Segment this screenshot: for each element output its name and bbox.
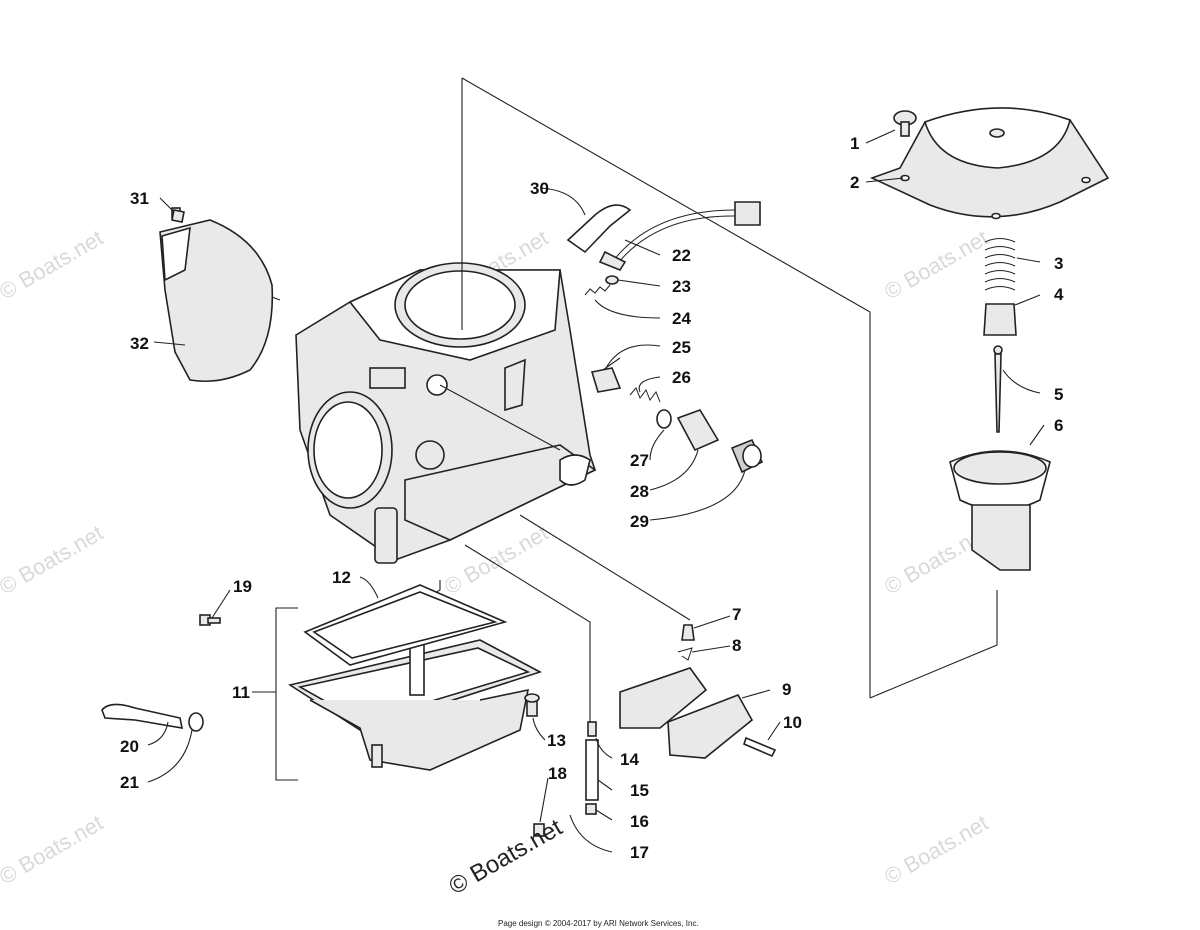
callout-24: 24 — [672, 309, 691, 328]
footer-credit: Page design © 2004-2017 by ARI Network S… — [498, 919, 699, 928]
callout-2: 2 — [850, 173, 859, 192]
callout-12: 12 — [332, 568, 351, 587]
o-ring-27 — [656, 409, 672, 429]
watermark-faint: © Boats.net — [0, 225, 107, 304]
diaphragm-slide-6 — [949, 450, 1051, 571]
cover-32 — [159, 207, 274, 383]
bowl-bracket — [275, 607, 298, 781]
callout-19: 19 — [233, 577, 252, 596]
tps-cable-22 — [598, 201, 761, 271]
callout-25: 25 — [672, 338, 691, 357]
callout-labels: 1 2 3 4 5 6 7 8 9 10 11 12 13 14 15 16 1… — [120, 134, 1064, 862]
reference-lines — [184, 77, 998, 730]
callout-26: 26 — [672, 368, 691, 387]
float-9 — [619, 667, 754, 759]
leader-lines — [147, 129, 1045, 853]
screw-13 — [524, 693, 540, 717]
callout-15: 15 — [630, 781, 649, 800]
callout-10: 10 — [783, 713, 802, 732]
screw-31 — [171, 209, 185, 223]
callout-22: 22 — [672, 246, 691, 265]
spring-26 — [629, 387, 661, 403]
callout-13: 13 — [547, 731, 566, 750]
callout-23: 23 — [672, 277, 691, 296]
pin-10 — [743, 736, 777, 758]
callout-27: 27 — [630, 451, 649, 470]
watermark-main: © Boats.net — [445, 814, 568, 900]
callout-14: 14 — [620, 750, 639, 769]
callout-3: 3 — [1054, 254, 1063, 273]
carburetor-body — [295, 262, 597, 564]
jet-18 — [533, 823, 545, 837]
screw-19 — [199, 614, 221, 626]
callout-18: 18 — [548, 764, 567, 783]
callout-20: 20 — [120, 737, 139, 756]
callout-21: 21 — [120, 773, 139, 792]
clip-8 — [677, 647, 693, 661]
callout-29: 29 — [630, 512, 649, 531]
hose-30 — [566, 204, 632, 254]
clamp-21 — [188, 712, 204, 732]
callout-30: 30 — [530, 179, 549, 198]
needle-7 — [681, 624, 695, 641]
callout-11: 11 — [232, 683, 250, 702]
spring-3 — [984, 238, 1016, 291]
callout-6: 6 — [1054, 416, 1063, 435]
jet-14 — [587, 721, 597, 737]
watermark-faint: © Boats.net — [0, 520, 107, 599]
hose-20 — [101, 703, 184, 729]
watermark-faint: © Boats.net — [880, 225, 992, 304]
callout-1: 1 — [850, 134, 859, 153]
callout-4: 4 — [1054, 285, 1064, 304]
plunger-25 — [590, 367, 622, 393]
callout-5: 5 — [1054, 385, 1063, 404]
jet-needle-5 — [993, 345, 1003, 433]
callout-7: 7 — [732, 605, 741, 624]
gasket-12 — [303, 584, 508, 666]
callout-32: 32 — [130, 334, 149, 353]
watermark-faint: © Boats.net — [880, 810, 992, 889]
cap-29 — [730, 438, 764, 474]
callout-9: 9 — [782, 680, 791, 699]
jet-16 — [585, 803, 597, 815]
washer-23 — [605, 275, 619, 285]
callout-16: 16 — [630, 812, 649, 831]
callout-8: 8 — [732, 636, 741, 655]
fitting-28 — [676, 409, 720, 452]
spring-24 — [584, 284, 611, 296]
watermark-faint: © Boats.net — [0, 810, 107, 889]
tube-15 — [585, 739, 599, 801]
carb-top-cap — [869, 107, 1110, 220]
callout-28: 28 — [630, 482, 649, 501]
callout-17: 17 — [630, 843, 649, 862]
callout-31: 31 — [130, 189, 149, 208]
needle-retainer-4 — [983, 303, 1017, 336]
